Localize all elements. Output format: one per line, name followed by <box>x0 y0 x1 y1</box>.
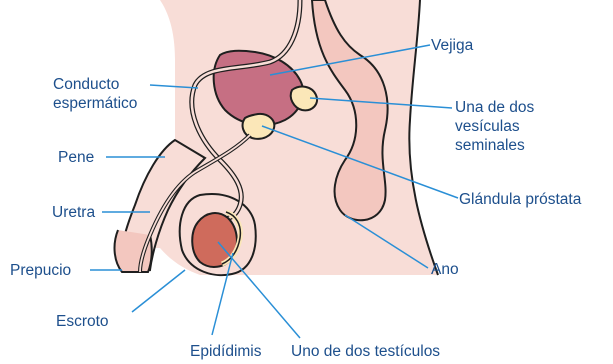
label-vesiculas-line1: Una de dos <box>455 98 534 117</box>
label-conducto-line2: espermático <box>53 94 137 113</box>
label-prostata-text: Glándula próstata <box>459 191 581 208</box>
label-pene: Pene <box>58 148 94 167</box>
label-vesiculas-line2: vesículas <box>455 117 534 136</box>
label-vesiculas-line3: seminales <box>455 136 534 155</box>
label-epididimis-text: Epidídimis <box>190 343 262 360</box>
label-testiculo: Uno de dos testículos <box>291 342 440 361</box>
label-conducto-line1: Conducto <box>53 75 137 94</box>
label-ano-text: Ano <box>431 261 459 278</box>
label-uretra-text: Uretra <box>52 204 95 221</box>
label-vejiga-text: Vejiga <box>431 37 473 54</box>
body-silhouette <box>130 0 438 275</box>
label-epididimis: Epidídimis <box>190 342 262 361</box>
label-prostata: Glándula próstata <box>459 190 581 209</box>
label-testiculo-text: Uno de dos testículos <box>291 343 440 360</box>
label-prepucio-text: Prepucio <box>10 262 71 279</box>
label-escroto-text: Escroto <box>56 313 109 330</box>
label-ano: Ano <box>431 260 459 279</box>
label-vesiculas-seminales: Una de dos vesículas seminales <box>455 98 534 155</box>
label-pene-text: Pene <box>58 149 94 166</box>
label-uretra: Uretra <box>52 203 95 222</box>
leader-escroto <box>132 270 185 312</box>
label-escroto: Escroto <box>56 312 109 331</box>
label-prepucio: Prepucio <box>10 261 71 280</box>
foreskin <box>115 230 152 272</box>
label-vejiga: Vejiga <box>431 36 473 55</box>
label-conducto-espermatico: Conducto espermático <box>53 75 137 113</box>
